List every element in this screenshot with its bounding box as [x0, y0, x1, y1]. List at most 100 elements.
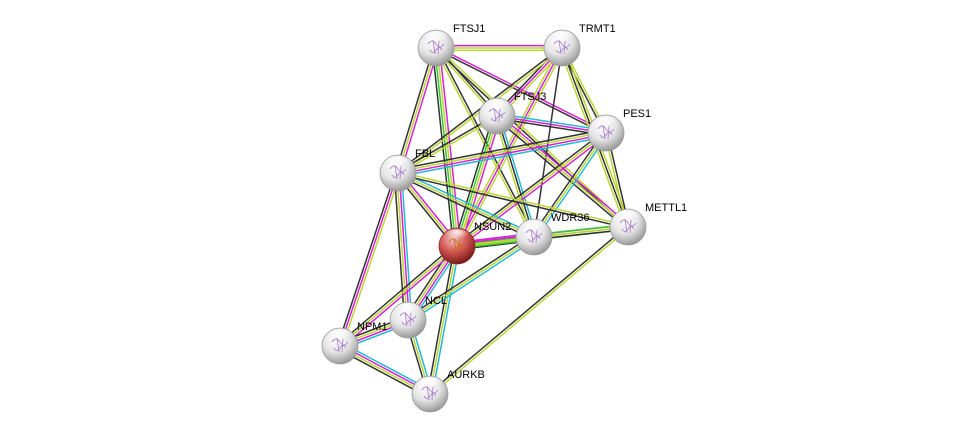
edge-nsun2-npm1[interactable] — [337, 243, 460, 349]
edge-pes1-fbl[interactable] — [397, 128, 607, 178]
edge-line-neighborhood — [455, 115, 497, 246]
edge-fbl-npm1[interactable] — [337, 171, 401, 348]
node-nsun2[interactable]: NSUN2 — [438, 221, 511, 265]
edge-line-textmining — [533, 132, 607, 238]
edge-line-coexpression — [455, 130, 606, 245]
edge-line-coexpression — [494, 117, 627, 230]
edge-line-coexpression — [397, 114, 497, 173]
edge-line-textmining — [454, 46, 561, 246]
edge-line-coexpression — [436, 47, 536, 237]
edge-ftsj3-nsun2[interactable] — [452, 114, 502, 248]
node-label: FTSJ1 — [453, 23, 485, 35]
edge-ftsj1-trmt1[interactable] — [436, 44, 562, 52]
node-ncl[interactable]: NCL — [389, 295, 447, 339]
node-wdr36[interactable]: WDR36 — [515, 212, 590, 256]
node-label: AURKB — [447, 369, 485, 381]
edge-line-coexpression — [426, 245, 456, 394]
edge-line-coexpression — [434, 48, 628, 229]
edge-pes1-wdr36[interactable] — [531, 131, 609, 239]
edge-line-coexpression — [531, 131, 605, 237]
node-aurkb[interactable]: AURKB — [411, 369, 485, 413]
edge-line-textmining — [436, 47, 459, 246]
node-label: METTL1 — [645, 202, 687, 214]
edge-line-databases — [498, 115, 538, 237]
node-ftsj3[interactable]: FTSJ3 — [478, 91, 546, 135]
edge-mettl1-aurkb[interactable] — [428, 225, 630, 396]
node-label: PES1 — [623, 108, 651, 120]
node-label: NCL — [425, 295, 447, 307]
edge-line-experiments — [457, 134, 608, 249]
edge-line-databases — [535, 133, 609, 239]
node-trmt1[interactable]: TRMT1 — [543, 23, 616, 67]
edge-ftsj1-mettl1[interactable] — [434, 46, 630, 229]
edge-line-experiments — [438, 47, 462, 246]
edge-line-experiments — [459, 116, 502, 248]
edge-pes1-nsun2[interactable] — [455, 130, 608, 249]
node-highlight — [615, 210, 641, 224]
edge-line-coexpression — [396, 46, 562, 173]
edge-line-databases — [398, 170, 536, 236]
edge-line-textmining — [457, 116, 499, 247]
edge-nsun2-aurkb[interactable] — [426, 245, 461, 395]
node-highlight — [549, 31, 575, 45]
edge-line-textmining — [436, 46, 630, 227]
edge-line-textmining — [434, 48, 534, 238]
edge-line-textmining — [398, 116, 498, 175]
node-label: NSUN2 — [474, 221, 511, 233]
edge-line-databases — [497, 112, 607, 132]
edge-line-coexpression — [397, 173, 628, 229]
edge-fbl-mettl1[interactable] — [397, 171, 629, 229]
edge-line-coexpression — [431, 48, 455, 247]
edge-line-experiments — [398, 133, 607, 175]
edge-ftsj3-wdr36[interactable] — [493, 115, 538, 238]
edge-line-textmining — [496, 115, 629, 228]
node-highlight — [444, 229, 470, 243]
edge-line-coexpression — [394, 47, 435, 173]
node-fbl[interactable]: FBL — [379, 148, 435, 192]
node-label: NPM1 — [357, 321, 388, 333]
edge-wdr36-ncl[interactable] — [406, 234, 536, 323]
edge-line-coexpression — [337, 171, 397, 346]
edge-ftsj3-fbl[interactable] — [397, 114, 498, 175]
edge-line-experiments — [339, 172, 399, 347]
edge-ftsj1-nsun2[interactable] — [431, 47, 462, 247]
edge-line-experiments — [398, 172, 410, 320]
edge-line-databases — [398, 135, 607, 178]
node-highlight — [484, 99, 510, 113]
node-highlight — [417, 377, 443, 391]
edge-line-textmining — [396, 173, 408, 321]
edge-ftsj1-wdr36[interactable] — [434, 47, 536, 238]
edge-line-databases — [408, 238, 536, 323]
node-pes1[interactable]: PES1 — [587, 108, 651, 152]
edge-line-textmining — [397, 47, 437, 174]
edge-line-textmining — [407, 236, 535, 321]
edge-fbl-wdr36[interactable] — [396, 170, 536, 240]
edge-ftsj3-mettl1[interactable] — [494, 113, 631, 230]
node-label: TRMT1 — [579, 23, 616, 35]
node-npm1[interactable]: NPM1 — [321, 321, 388, 365]
edge-line-coexpression — [428, 225, 628, 394]
node-label: WDR36 — [551, 212, 590, 224]
edge-line-coexpression — [337, 243, 456, 345]
node-label: FBL — [415, 148, 435, 160]
edge-line-textmining — [493, 116, 533, 238]
edge-line-experiments — [399, 48, 440, 174]
edge-line-coexpression — [396, 174, 534, 240]
edge-line-databases — [431, 246, 461, 395]
node-highlight — [593, 116, 619, 130]
edge-line-coexpression — [496, 115, 535, 238]
edge-ftsj1-fbl[interactable] — [394, 47, 440, 174]
edge-line-textmining — [397, 131, 606, 173]
node-highlight — [327, 329, 353, 343]
node-highlight — [395, 303, 421, 317]
edge-line-textmining — [397, 172, 535, 238]
edge-line-coexpression — [452, 114, 495, 246]
edge-line-coexpression — [397, 128, 606, 171]
node-ftsj1[interactable]: FTSJ1 — [417, 23, 485, 67]
edge-line-coexpression — [406, 234, 534, 319]
edge-line-textmining — [339, 245, 458, 347]
edge-line-experiments — [341, 247, 460, 349]
node-mettl1[interactable]: METTL1 — [609, 202, 687, 246]
